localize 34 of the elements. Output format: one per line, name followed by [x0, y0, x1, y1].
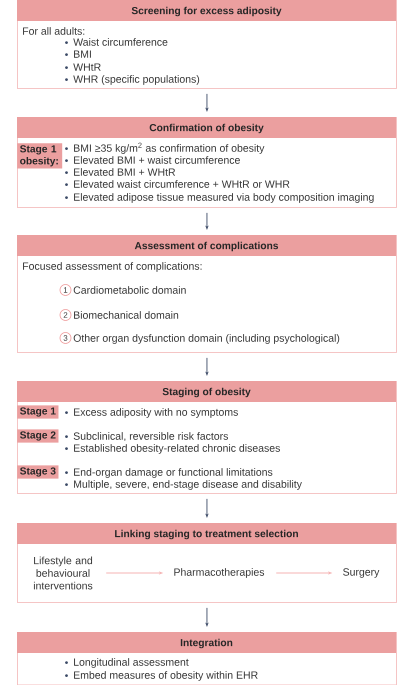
box-heading: Linking staging to treatment selection [17, 523, 396, 544]
list-item: Embed measures of obesity within EHR [74, 671, 258, 681]
list-item: Elevated adipose tissue measured via body composition imaging [74, 193, 374, 203]
list-item: BMI ≥35 kg/m$^{2}$ as confirmation of obesity [74, 142, 264, 154]
list-item: Elevated BMI + WHtR [74, 168, 176, 176]
box-heading: Confirmation of obesity [17, 117, 396, 138]
box-heading: Assessment of complications [17, 235, 396, 256]
treatment-label: Lifestyle and behavioural interventions [34, 556, 92, 590]
list-item: Cardiometabolic domain [74, 286, 186, 294]
list-item: Multiple, severe, end-stage disease and disability [74, 480, 302, 490]
stage-tag: Stage 1 [17, 405, 58, 419]
list-item: Established obesity-related chronic diseases [74, 444, 280, 454]
stage-tag: Stage 2 [17, 429, 58, 443]
box-heading: Screening for excess adiposity [17, 0, 396, 21]
treatment-label: Pharmacotherapies [174, 568, 264, 578]
stage-tag: Stage 1 obesity: [17, 143, 62, 168]
list-item: Longitudinal assessment [74, 658, 189, 668]
list-item: Excess adiposity with no symptoms [74, 408, 238, 418]
list-item: WHR (specific populations) [73, 75, 200, 85]
intro-text: For all adults: [23, 27, 84, 35]
list-item: Elevated BMI + waist circumference [74, 156, 240, 164]
list-item: BMI [74, 50, 91, 58]
list-item: Subclinical, reversible risk factors [74, 432, 228, 442]
box-heading: Integration [17, 632, 396, 653]
stage-tag: Stage 3 [17, 465, 58, 479]
list-item: Other organ dysfunction domain (including psychological) [74, 334, 340, 344]
list-item: End-organ damage or functional limitations [74, 468, 272, 478]
list-item: Waist circumference [73, 38, 168, 46]
list-item: Biomechanical domain [74, 311, 178, 319]
list-item: Elevated waist circumference + WHtR or WHR [74, 180, 290, 188]
list-item: WHtR [73, 64, 101, 71]
treatment-label: Surgery [343, 568, 380, 578]
box-heading: Staging of obesity [17, 381, 396, 402]
intro-text: Focused assessment of complications: [23, 262, 202, 272]
